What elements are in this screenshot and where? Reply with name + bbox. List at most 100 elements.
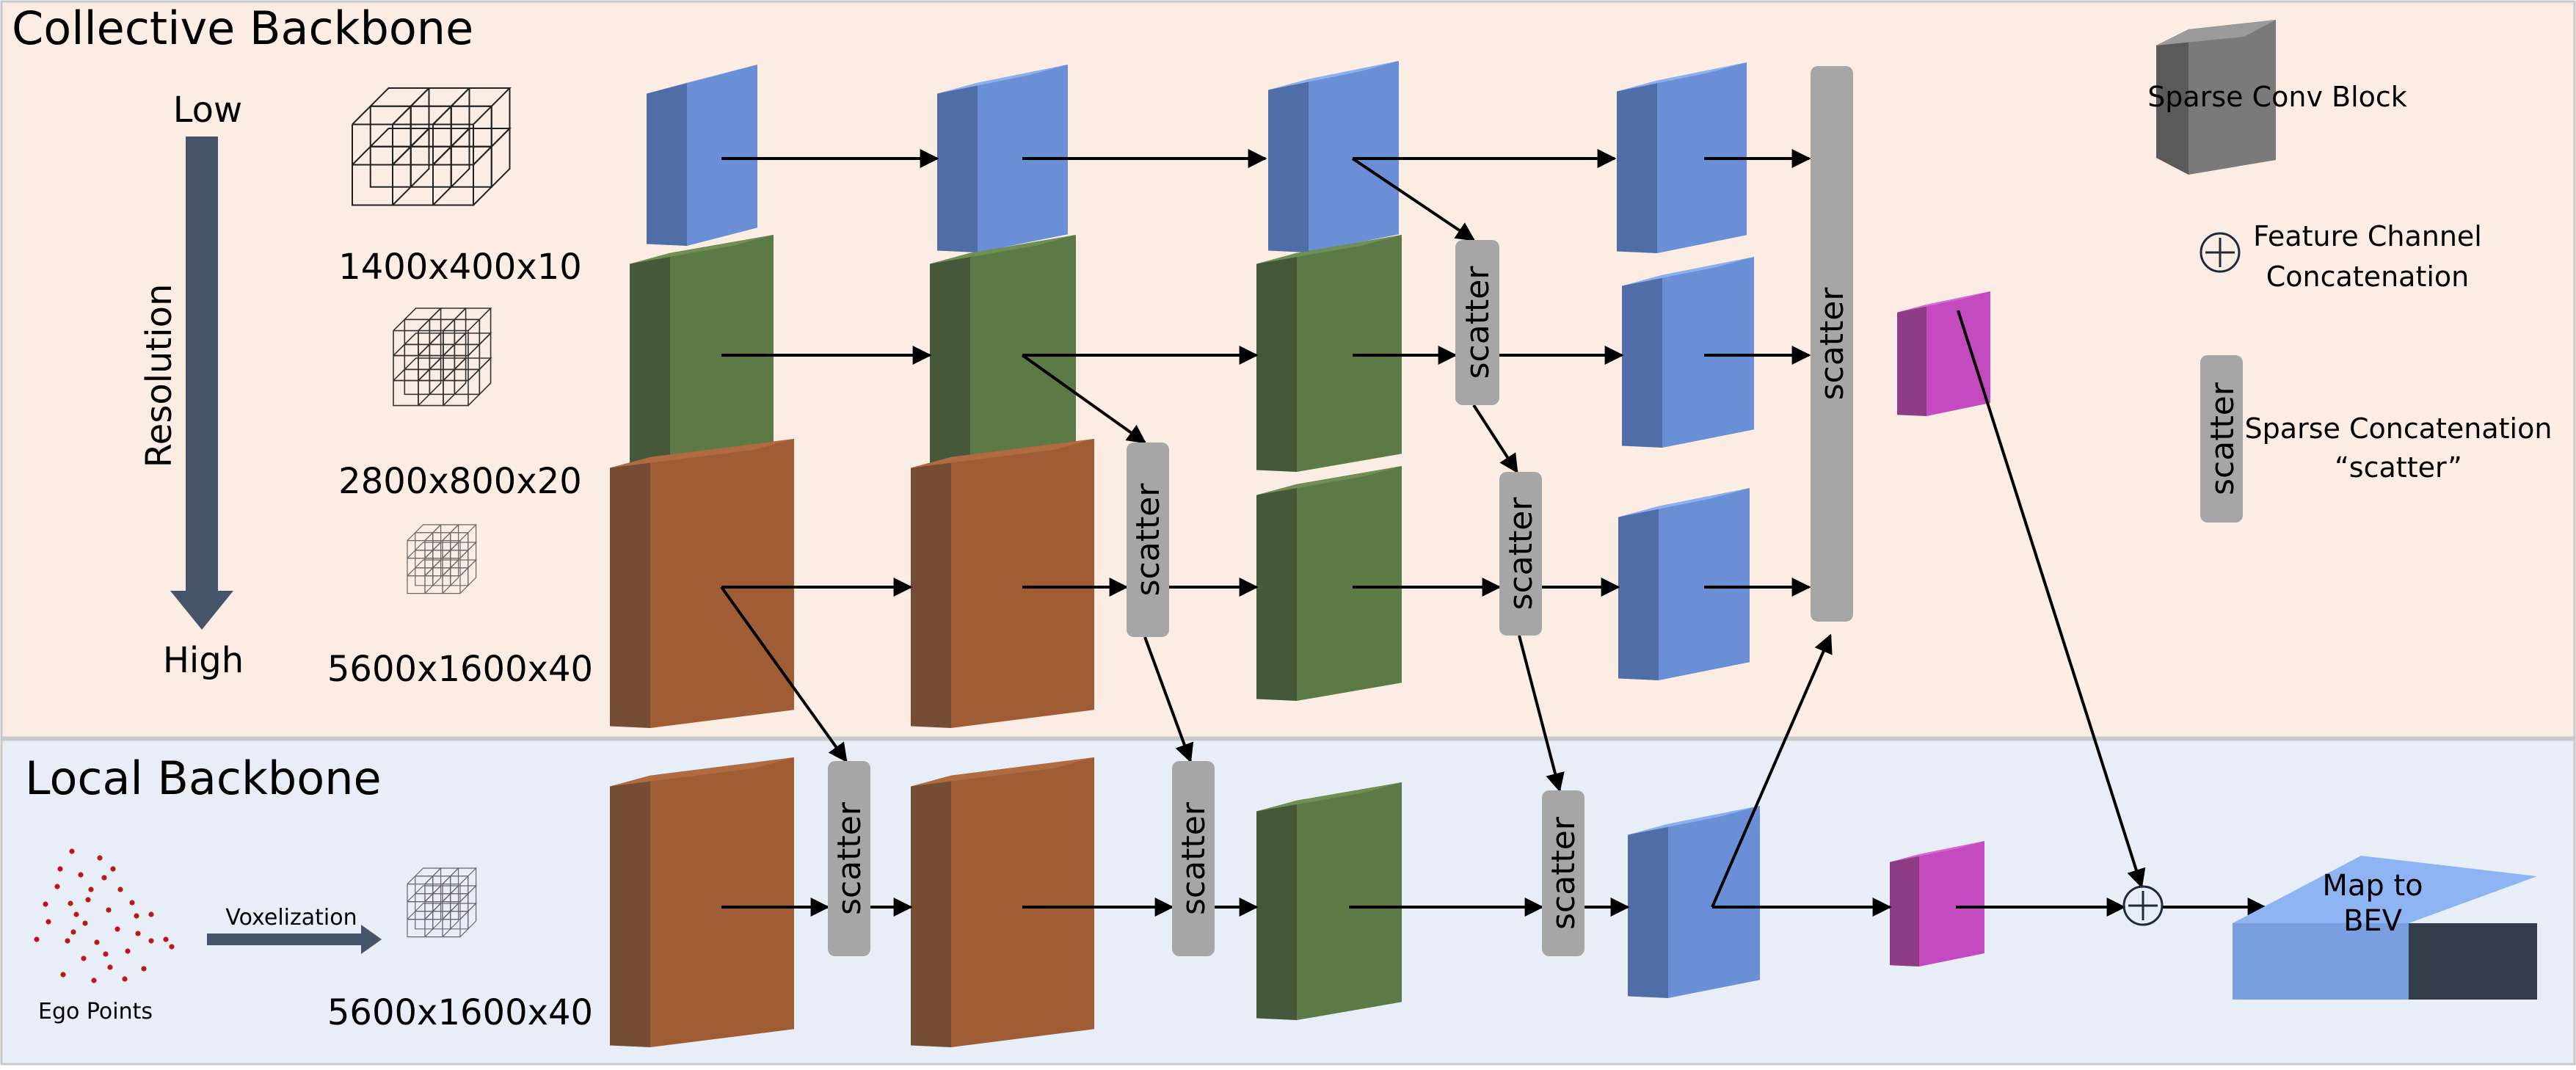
ego-point	[163, 936, 169, 942]
ego-point	[122, 976, 128, 982]
flow-arrow	[1143, 636, 1194, 763]
svg-text:scatter: scatter	[1545, 816, 1582, 930]
legend-scatter-label-line1: Sparse Concatenation	[2245, 412, 2553, 445]
map-to-bev-label-line2: BEV	[2343, 904, 2403, 938]
svg-text:scatter: scatter	[1459, 266, 1496, 379]
scatter-collective-3: scatter	[1499, 472, 1542, 636]
local-title: Local Backbone	[25, 751, 382, 805]
ego-point	[148, 938, 154, 944]
ego-point	[125, 948, 131, 954]
flow-arrow	[1021, 354, 1147, 444]
map-to-bev-label-line1: Map to	[2322, 869, 2423, 903]
ego-point	[110, 866, 116, 872]
collective-title: Collective Backbone	[12, 1, 473, 55]
ego-point	[135, 931, 141, 936]
flow-arrow	[1957, 310, 2146, 889]
conv-high-3	[1256, 466, 1402, 701]
ego-point	[81, 956, 87, 961]
ego-point	[70, 929, 76, 935]
flow-arrow	[1351, 157, 1476, 241]
legend-scatter-icon: scatter	[2200, 355, 2243, 523]
flow-arrow	[1472, 404, 1518, 474]
resolution-axis-label: Resolution	[139, 284, 180, 468]
voxel-grid-local	[407, 867, 478, 938]
ego-point	[57, 866, 63, 872]
ego-point	[101, 875, 107, 881]
flow-arrow	[1711, 633, 1833, 908]
legend-scatter-label-line2: “scatter”	[2335, 451, 2462, 484]
ego-point	[148, 911, 154, 917]
conv-mid-3	[1256, 235, 1402, 472]
conv-low-1	[647, 65, 757, 246]
ego-point	[43, 901, 48, 907]
resolution-low-label: Low	[173, 90, 243, 131]
resolution-high-label: High	[163, 640, 244, 681]
conv-fuse-magenta	[1897, 291, 1990, 416]
voxelization-arrow	[207, 925, 382, 954]
ego-point	[94, 939, 100, 945]
scatter-collective-tall: scatter	[1811, 66, 1853, 622]
svg-text:scatter: scatter	[1129, 483, 1167, 597]
ego-point	[73, 911, 79, 917]
ego-point	[103, 951, 109, 957]
conv-low-4	[1617, 62, 1747, 253]
ego-point	[46, 919, 51, 925]
scatter-local-1: scatter	[828, 761, 870, 956]
grid-label-local: 5600x1600x40	[327, 992, 593, 1033]
conv-mid-1	[630, 235, 774, 472]
voxel-grid-low	[352, 87, 512, 206]
legend-concat-label-line1: Feature Channel	[2253, 220, 2482, 252]
resolution-arrow	[170, 137, 233, 630]
ego-point	[141, 966, 147, 972]
flow-arrow	[720, 586, 848, 763]
svg-text:scatter: scatter	[2204, 382, 2241, 495]
conv-high-1	[610, 439, 794, 728]
conv-low-3	[1268, 61, 1399, 252]
ego-point	[65, 938, 70, 944]
concat-circle-main	[2122, 885, 2164, 926]
legend-sparse-conv-label: Sparse Conv Block	[2147, 81, 2407, 113]
conv-mid-4	[1622, 257, 1754, 448]
ego-points-cloud	[34, 848, 175, 983]
voxel-grid-high	[407, 524, 478, 594]
ego-point	[85, 897, 91, 903]
ego-point	[97, 855, 103, 861]
flow-arrow	[1518, 635, 1565, 793]
ego-point	[91, 978, 97, 983]
local-conv-1	[610, 757, 794, 1047]
svg-text:scatter: scatter	[1502, 497, 1540, 611]
legend-concat-circle-icon	[2200, 232, 2241, 273]
ego-point	[129, 900, 135, 906]
ego-point	[169, 944, 175, 950]
ego-point	[68, 900, 73, 906]
conv-high-4	[1618, 488, 1750, 680]
local-conv-4	[1628, 806, 1760, 998]
grid-label-low: 1400x400x10	[338, 247, 582, 288]
local-conv-magenta	[1890, 841, 1984, 967]
conv-mid-2	[930, 235, 1076, 472]
svg-text:scatter: scatter	[1175, 801, 1212, 915]
scatter-local-2: scatter	[1172, 761, 1215, 956]
ego-point	[54, 884, 60, 889]
ego-point	[69, 848, 75, 854]
ego-point	[106, 907, 112, 913]
ego-point	[88, 887, 94, 892]
scatter-collective-1: scatter	[1455, 240, 1499, 405]
ego-point	[134, 913, 139, 919]
legend-sparse-conv-block-icon	[2156, 20, 2276, 175]
ego-point	[60, 972, 66, 978]
grid-label-high: 5600x1600x40	[327, 649, 593, 690]
map-to-bev-block	[2233, 856, 2537, 1000]
grid-label-mid: 2800x800x20	[338, 461, 582, 502]
voxel-grid-mid	[393, 307, 492, 407]
ego-points-label: Ego Points	[38, 999, 153, 1024]
legend-concat-label-line2: Concatenation	[2266, 261, 2469, 293]
ego-point	[117, 887, 123, 892]
local-conv-3	[1256, 782, 1402, 1020]
ego-point	[114, 926, 120, 932]
scatter-local-3: scatter	[1542, 790, 1584, 956]
ego-point	[78, 872, 84, 878]
conv-high-2	[911, 439, 1094, 728]
